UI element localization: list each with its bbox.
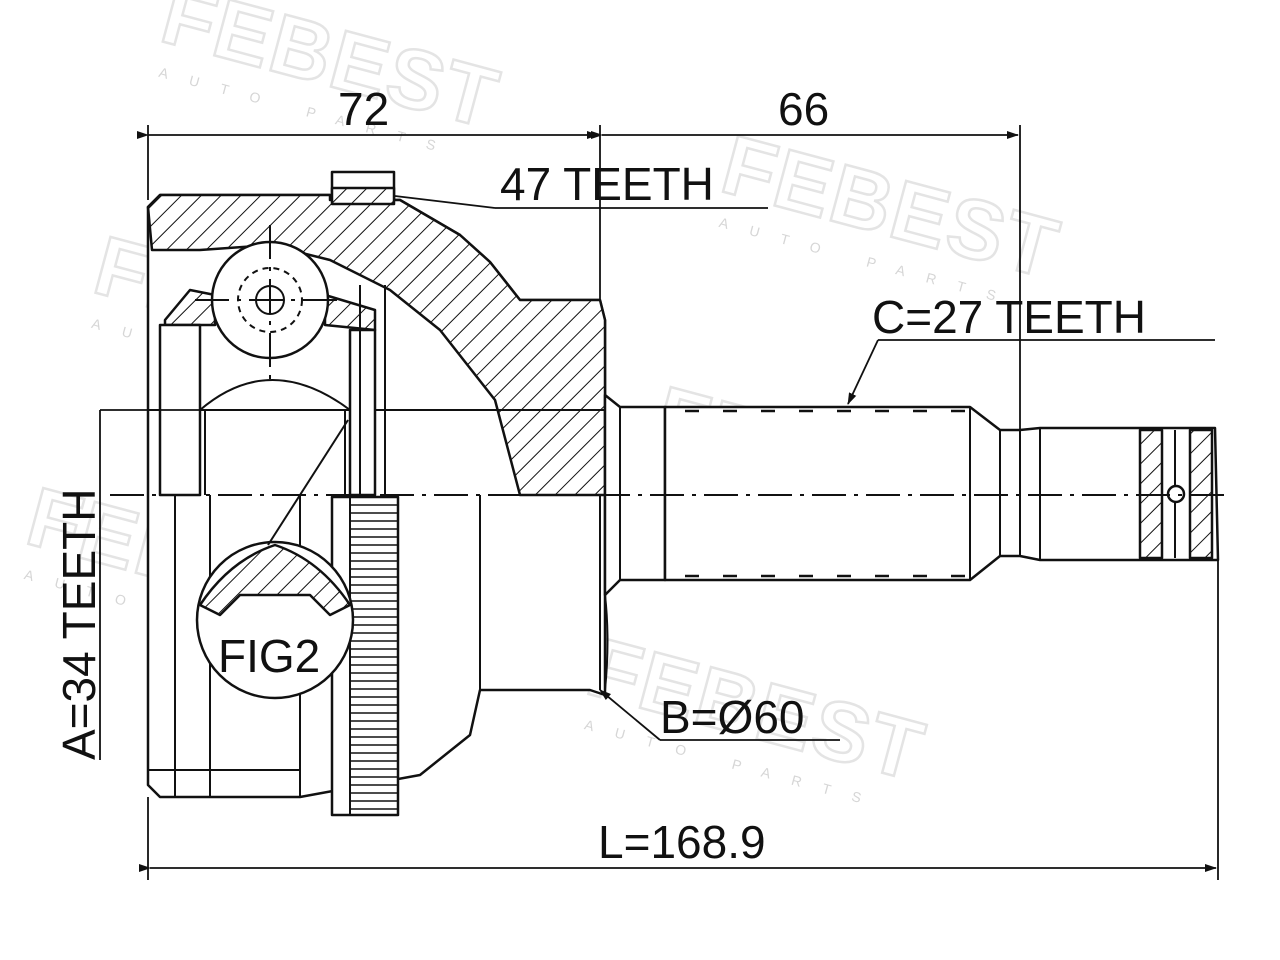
seal-diameter-callout: B=Ø60 bbox=[599, 689, 840, 743]
dimension-total: L=168.9 bbox=[139, 560, 1219, 880]
spline-marks bbox=[685, 409, 965, 578]
fig2-detail: FIG2 bbox=[195, 419, 355, 700]
dimension-72-label: 72 bbox=[338, 83, 389, 135]
inner-spline-label: A=34 TEETH bbox=[53, 489, 105, 760]
outer-spline-label: C=27 TEETH bbox=[872, 291, 1146, 343]
abs-teeth-marker bbox=[330, 170, 396, 206]
dimension-66-label: 66 bbox=[778, 83, 829, 135]
inner-spline-callout: A=34 TEETH bbox=[53, 409, 345, 760]
ball-bearing bbox=[195, 225, 345, 385]
dimension-total-label: L=168.9 bbox=[598, 816, 766, 868]
outer-spline-callout: C=27 TEETH bbox=[847, 291, 1215, 405]
output-shaft bbox=[603, 393, 1220, 691]
abs-teeth-label: 47 TEETH bbox=[500, 158, 714, 210]
dimension-72: 72 bbox=[137, 83, 601, 300]
dimension-66: 66 bbox=[591, 83, 1021, 430]
seal-diameter-label: B=Ø60 bbox=[660, 691, 805, 743]
abs-teeth-callout: 47 TEETH bbox=[394, 158, 768, 210]
fig2-label: FIG2 bbox=[218, 630, 320, 682]
